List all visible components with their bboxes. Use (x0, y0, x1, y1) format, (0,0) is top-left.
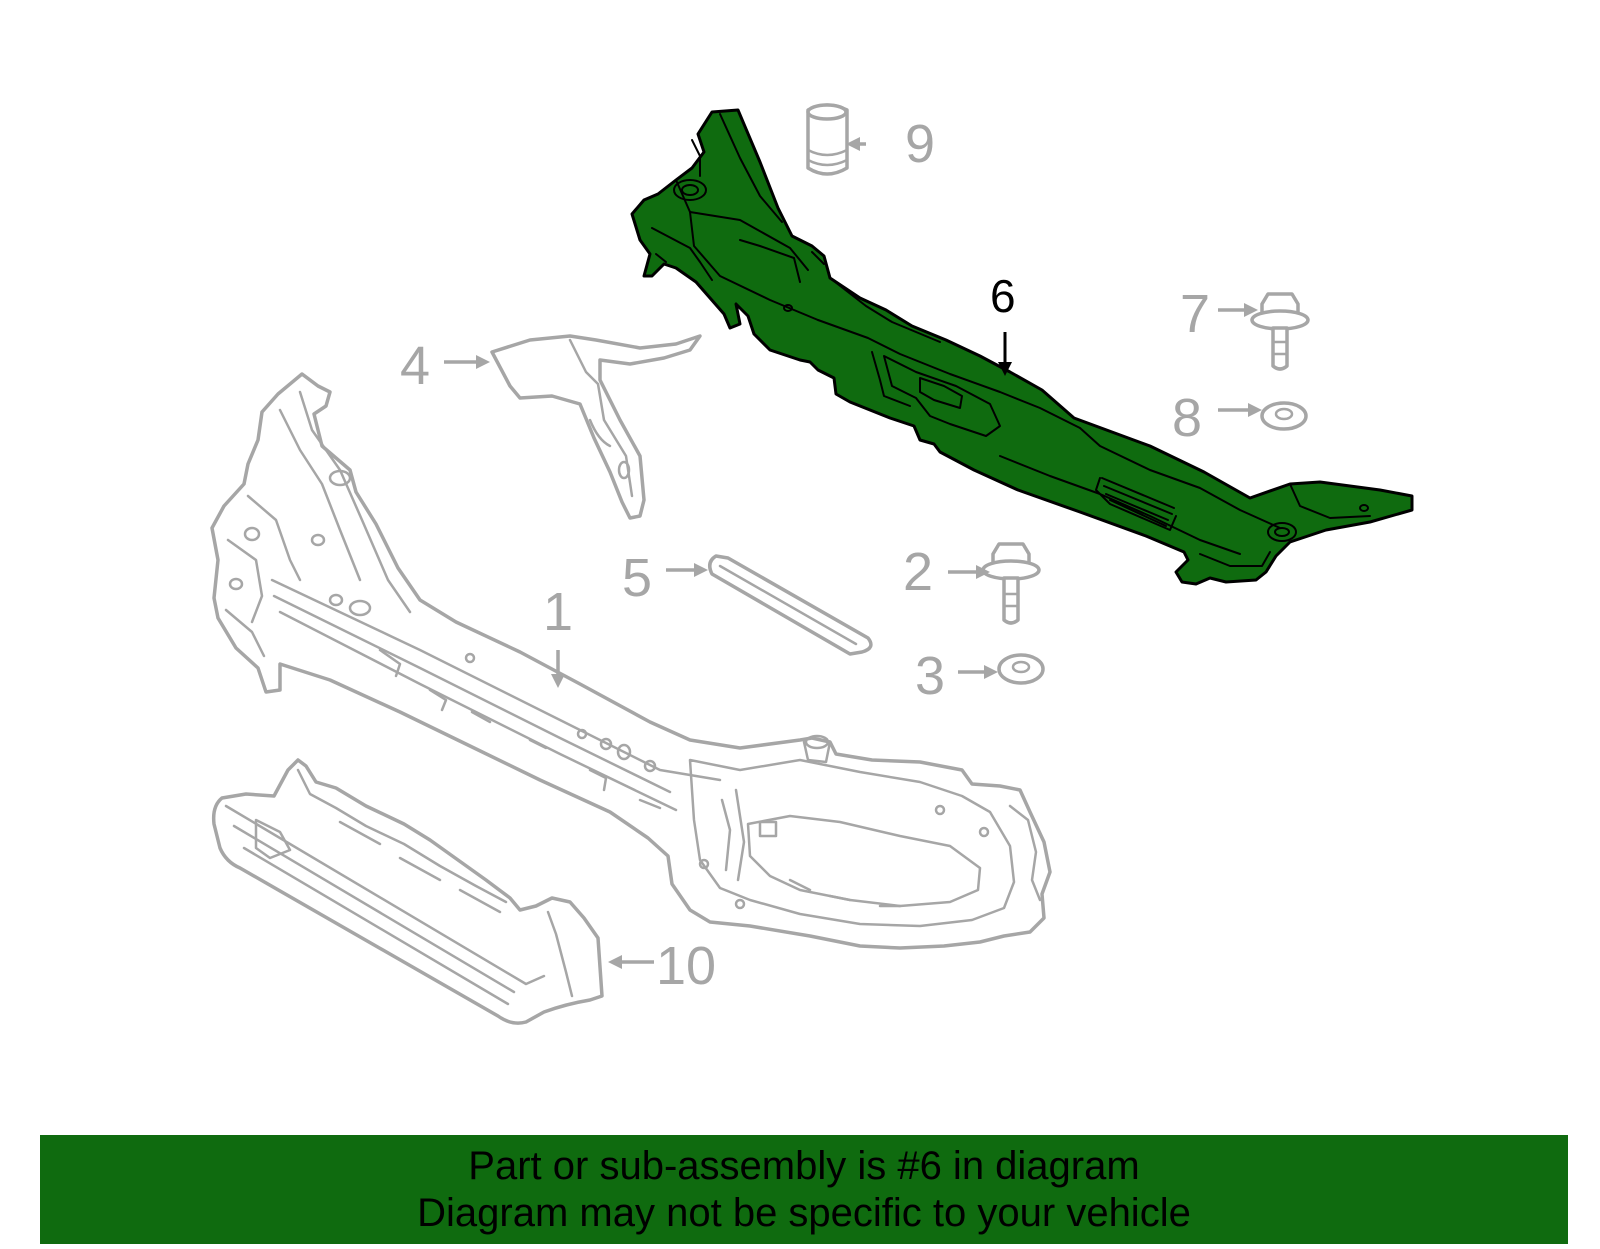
part-9-bump-stop: 9 (806, 103, 935, 176)
callout-8: 8 (1172, 388, 1202, 448)
callout-1: 1 (543, 582, 573, 642)
callout-9: 9 (905, 114, 935, 174)
part-10-air-duct: 10 (211, 758, 716, 1025)
part-4-bracket: 4 (400, 334, 702, 520)
callout-10: 10 (656, 936, 716, 996)
info-banner: Part or sub-assembly is #6 in diagram Di… (40, 1135, 1568, 1244)
callout-7: 7 (1180, 284, 1210, 344)
part-2-bolt: 2 (903, 542, 1041, 625)
part-7-bolt: 7 (1180, 284, 1310, 371)
callout-5: 5 (622, 548, 652, 608)
banner-line-2: Diagram may not be specific to your vehi… (417, 1191, 1191, 1235)
part-3-washer: 3 (915, 646, 1045, 706)
callout-6: 6 (990, 270, 1016, 322)
banner-line-1: Part or sub-assembly is #6 in diagram (468, 1144, 1140, 1188)
part-6-upper-tie-bar: 6 (630, 108, 1414, 586)
callout-3: 3 (915, 646, 945, 706)
callout-2: 2 (903, 542, 933, 602)
callout-4: 4 (400, 336, 430, 396)
part-1-radiator-support: 1 (210, 372, 1052, 950)
part-8-washer: 8 (1172, 388, 1308, 448)
part-5-seal-strip: 5 (622, 548, 873, 656)
